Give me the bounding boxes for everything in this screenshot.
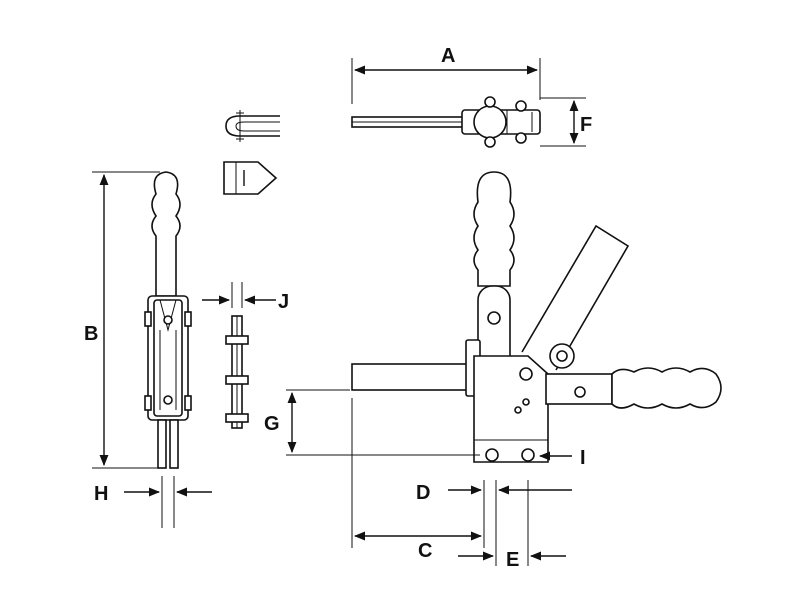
spindle-tip [223,161,278,195]
side-handle-grip [473,171,515,287]
label-f: F [580,114,592,136]
clevis-detail [225,115,280,137]
label-i: I [580,447,586,469]
label-b: B [84,323,98,345]
label-a: A [441,45,455,67]
horizontal-handle-grip [611,367,722,409]
open-handle-outline [521,224,630,371]
label-d: D [416,482,430,504]
label-j: J [278,291,289,313]
side-base-body [473,355,549,463]
front-handle-grip [151,171,181,297]
spindle-bolt: J [202,282,289,429]
spindle-holder-arm [351,363,471,391]
label-g: G [264,413,280,435]
top-view: A F [351,45,592,148]
label-c: C [418,540,432,562]
label-e: E [506,549,519,571]
label-h: H [94,483,108,505]
front-view: B H [84,171,212,528]
spindle-tip-detail [223,110,280,195]
side-view: G I D C E [264,171,722,571]
top-pivot [473,105,507,139]
